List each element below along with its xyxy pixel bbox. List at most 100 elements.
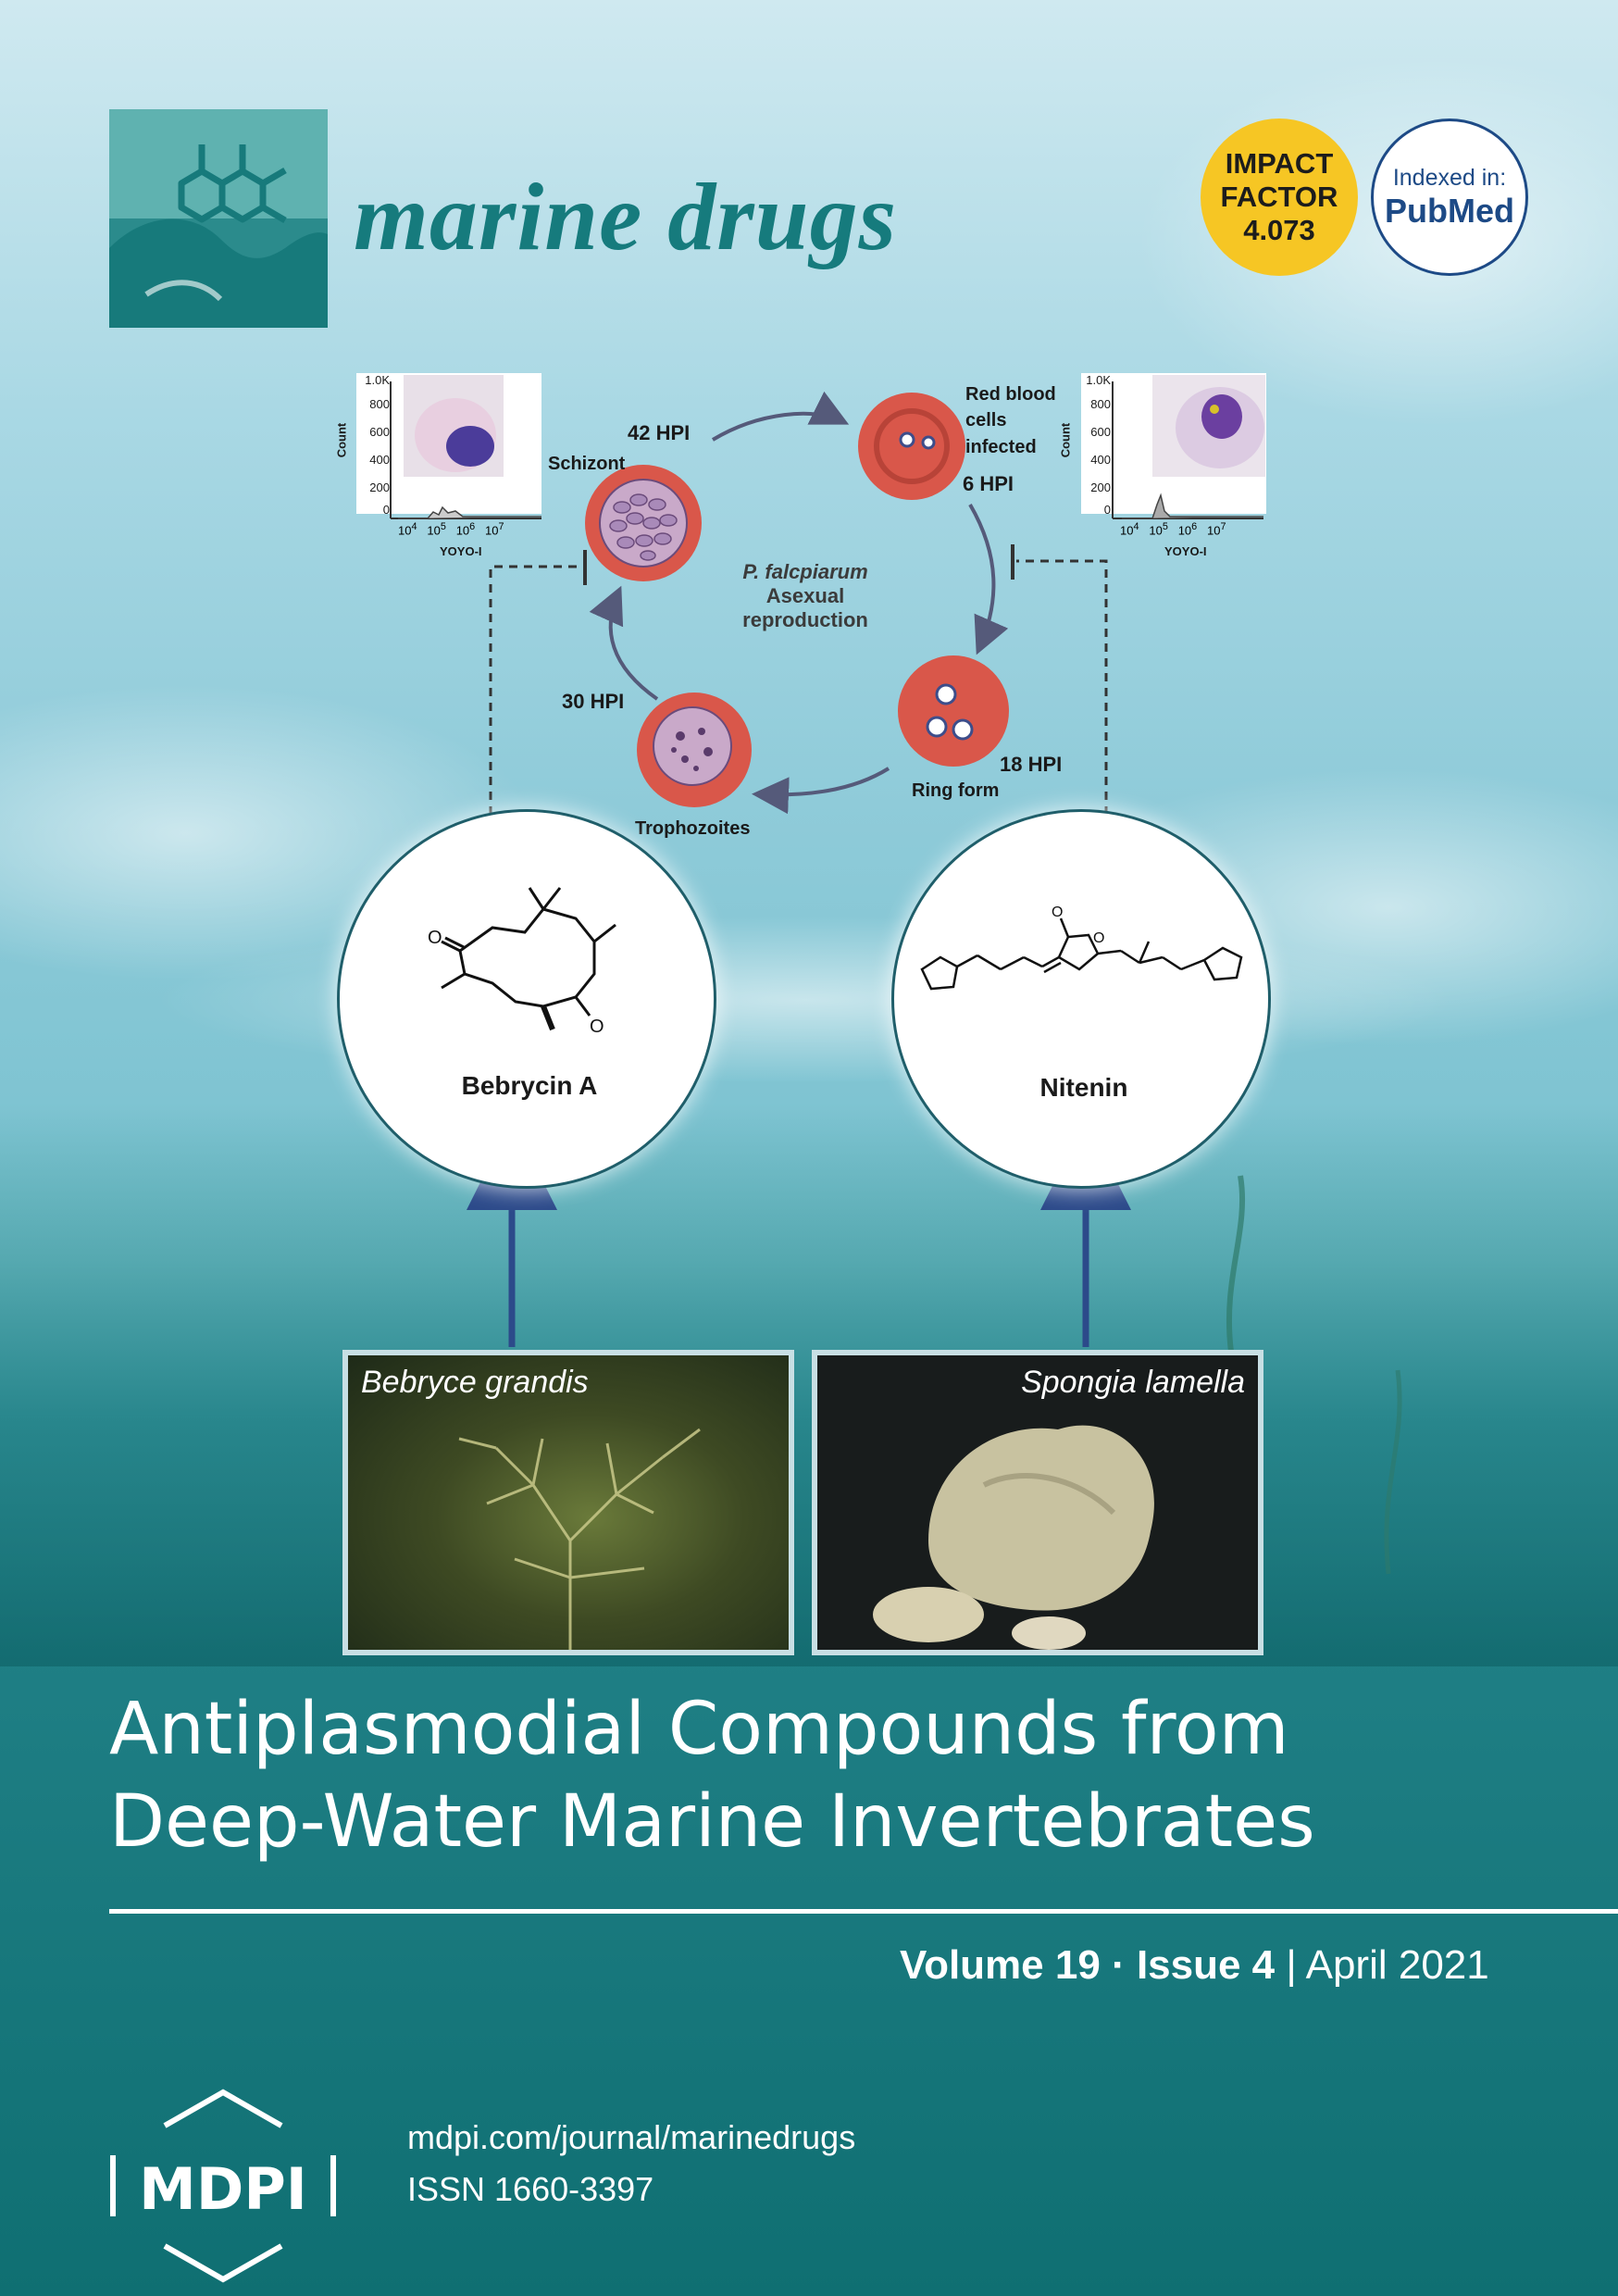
ytick: 600 <box>1090 425 1111 439</box>
svg-text:O: O <box>428 928 442 948</box>
cycle-center-label: P. falcpiarum Asexual reproduction <box>713 560 898 632</box>
xtick-exp: 4 <box>411 521 417 532</box>
coral-icon <box>458 1428 701 1650</box>
date-separator: | <box>1275 1942 1306 1988</box>
cycle-arrow-left <box>589 585 659 701</box>
ytick: 600 <box>369 425 390 439</box>
histogram-right-xlabel: YOYO-I <box>1164 544 1207 558</box>
issue-number: Issue 4 <box>1136 1942 1276 1988</box>
impact-factor-badge: IMPACT FACTOR 4.073 <box>1201 119 1358 276</box>
trophozoite-cell <box>637 693 752 807</box>
stage-6hpi: 6 HPI <box>963 472 1014 495</box>
xtick-exp: 6 <box>469 521 476 532</box>
species-name: P. falcpiarum <box>742 560 868 583</box>
cycle-line2: Asexual <box>765 584 845 607</box>
nitenin-structure-icon: O O <box>920 905 1243 991</box>
ytick: 1.0K <box>365 373 390 387</box>
ytick: 200 <box>369 480 390 494</box>
xtick: 10 <box>455 523 470 538</box>
pubmed-badge: Indexed in: PubMed <box>1371 119 1528 276</box>
cycle-arrow-top <box>711 391 850 442</box>
photo-caption-left: Bebryce grandis <box>361 1365 589 1400</box>
svg-text:O: O <box>1052 905 1063 920</box>
compound-circle-right: O O Nitenin <box>891 809 1271 1189</box>
cycle-line3: reproduction <box>742 608 868 631</box>
xtick-exp: 4 <box>1133 521 1139 532</box>
journal-logo <box>109 109 328 328</box>
xtick: 10 <box>485 523 499 538</box>
ytick: 400 <box>369 453 390 467</box>
impact-factor-label-2: FACTOR <box>1220 181 1338 213</box>
svg-text:O: O <box>590 1017 604 1037</box>
sponge-icon <box>873 1425 1154 1650</box>
histogram-left-yticks: 1.0K 800 600 400 200 0 <box>356 373 390 517</box>
xtick-exp: 5 <box>440 521 446 532</box>
journal-title: marine drugs <box>354 164 898 270</box>
issue-line: Volume 19 · Issue 4 | April 2021 <box>900 1942 1489 1989</box>
stage-rbc-line2: cells <box>965 410 1007 430</box>
publisher-logo: MDPI <box>109 2089 337 2283</box>
mdpi-hexagon-icon <box>110 2089 336 2283</box>
impact-factor-value: 4.073 <box>1243 214 1315 246</box>
svg-text:O: O <box>1093 930 1104 946</box>
histogram-right-ylabel: Count <box>1058 422 1073 458</box>
xtick-exp: 7 <box>1220 521 1226 532</box>
specimen-photo-left: Bebryce grandis <box>342 1350 794 1655</box>
cycle-arrow-right <box>968 503 1009 655</box>
divider-rule <box>109 1909 1618 1914</box>
histogram-left-xticks: 104 105 106 107 <box>398 521 546 537</box>
issue-date: April 2021 <box>1305 1942 1489 1988</box>
headline-line1: Antiplasmodial Compounds from <box>109 1688 1289 1771</box>
ytick: 1.0K <box>1086 373 1111 387</box>
xtick: 10 <box>427 523 441 538</box>
xtick: 10 <box>1207 523 1221 538</box>
mdpi-wordmark: MDPI <box>139 2155 307 2223</box>
schizont-cell <box>585 465 702 581</box>
specimen-photo-right: Spongia lamella <box>812 1350 1263 1655</box>
stage-42hpi: 42 HPI <box>628 421 691 444</box>
journal-url[interactable]: mdpi.com/journal/marinedrugs <box>407 2118 856 2156</box>
pubmed-name: PubMed <box>1385 191 1514 230</box>
stage-rbc-line1: Red blood <box>965 384 1056 405</box>
xtick-exp: 7 <box>498 521 504 532</box>
compound-name-right: Nitenin <box>1039 1073 1128 1102</box>
infected-rbc <box>858 393 965 500</box>
histogram-left-ylabel: Count <box>334 422 349 458</box>
ytick: 400 <box>1090 453 1111 467</box>
indexed-label: Indexed in: <box>1392 164 1507 191</box>
cover-headline: Antiplasmodial Compounds from Deep-Water… <box>109 1683 1498 1868</box>
stage-rbc-line3: infected <box>965 437 1037 457</box>
ytick: 0 <box>382 503 390 517</box>
headline-line2: Deep-Water Marine Invertebrates <box>109 1780 1315 1864</box>
stage-ring-form: Ring form <box>912 780 1000 801</box>
stage-30hpi: 30 HPI <box>562 690 625 713</box>
journal-logo-icon <box>109 109 328 328</box>
xtick: 10 <box>1120 523 1134 538</box>
issue-separator: · <box>1100 1942 1137 1988</box>
ytick: 200 <box>1090 480 1111 494</box>
bebrycin-structure-icon: O O <box>428 887 616 1037</box>
impact-factor-label: IMPACT <box>1225 147 1334 180</box>
issn: ISSN 1660-3397 <box>407 2170 654 2208</box>
stage-schizont: Schizont <box>548 454 626 474</box>
ytick: 800 <box>1090 397 1111 411</box>
compound-circle-left: O O Bebrycin A <box>337 809 716 1189</box>
xtick: 10 <box>1149 523 1163 538</box>
xtick: 10 <box>398 523 412 538</box>
histogram-right-yticks: 1.0K 800 600 400 200 0 <box>1079 373 1111 517</box>
ring-form-cell <box>898 655 1009 767</box>
ytick: 0 <box>1103 503 1111 517</box>
volume: Volume 19 <box>900 1942 1101 1988</box>
ytick: 800 <box>369 397 390 411</box>
cycle-arrow-bottom <box>752 767 890 815</box>
inhibition-line-right <box>1016 559 1108 815</box>
stage-18hpi: 18 HPI <box>1000 753 1063 776</box>
xtick-exp: 5 <box>1162 521 1168 532</box>
histogram-right-xticks: 104 105 106 107 <box>1120 521 1268 537</box>
xtick: 10 <box>1177 523 1192 538</box>
photo-caption-right: Spongia lamella <box>1021 1365 1245 1400</box>
xtick-exp: 6 <box>1191 521 1198 532</box>
compound-name-left: Bebrycin A <box>461 1071 598 1100</box>
